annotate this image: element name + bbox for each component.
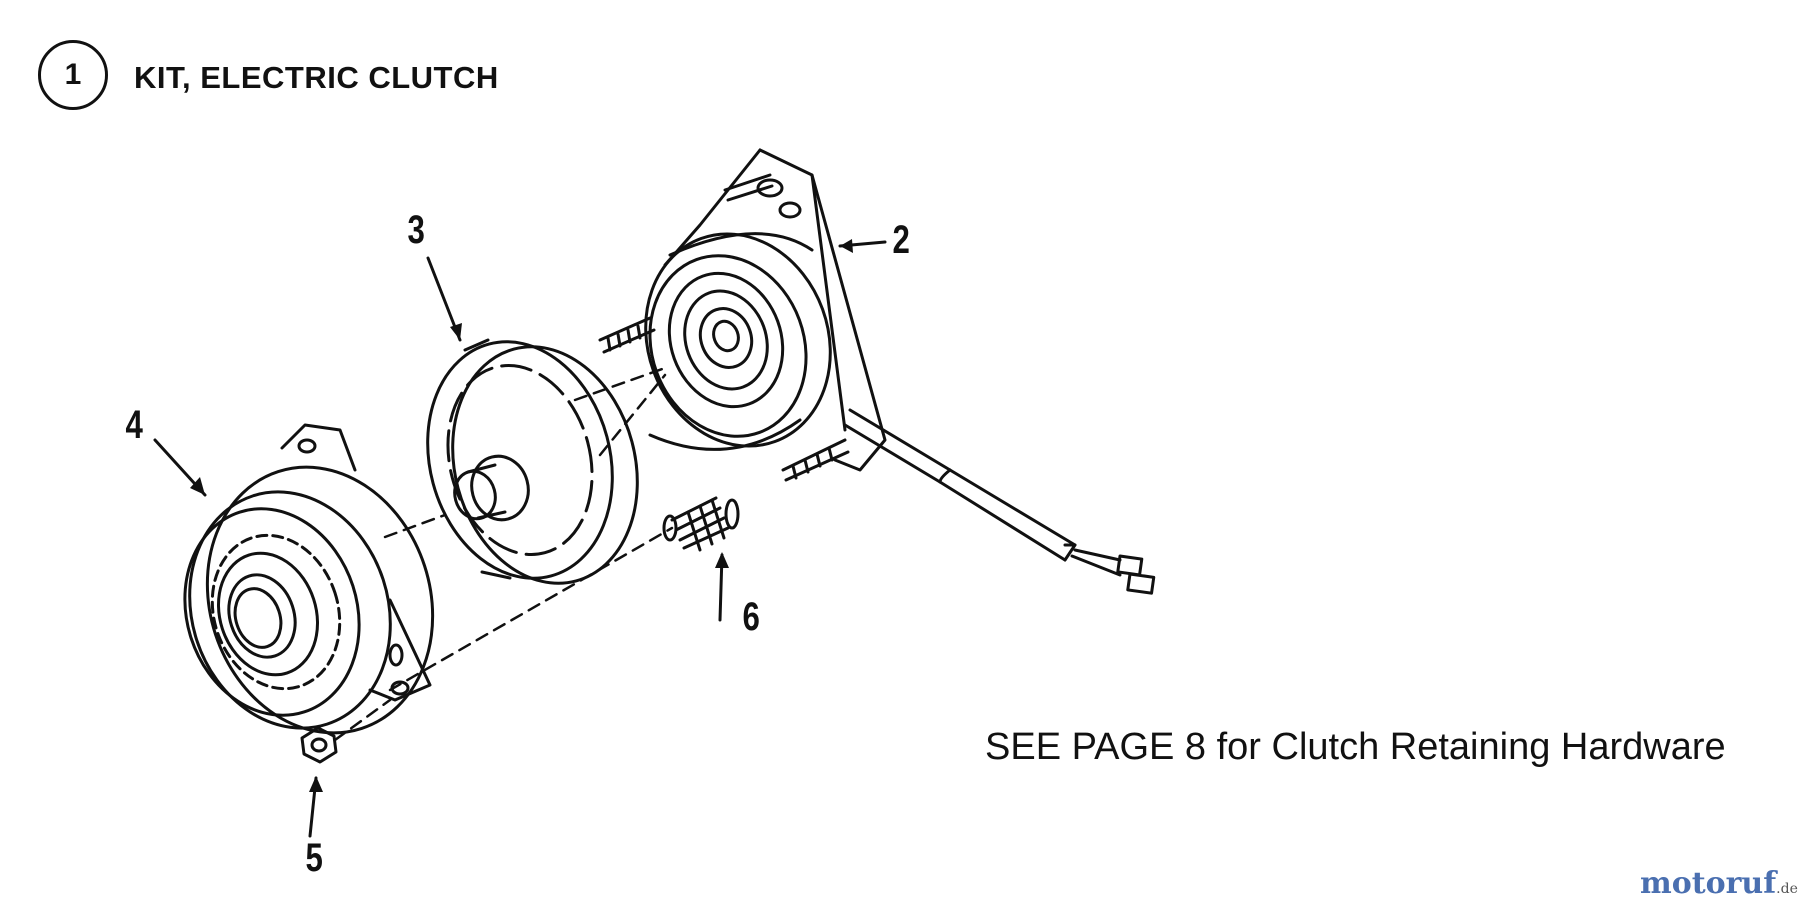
part-6-spring <box>662 496 740 552</box>
callout-4: 4 <box>125 403 143 447</box>
kit-number-badge: 1 <box>38 40 108 110</box>
watermark-text: motoruf <box>1640 866 1777 901</box>
callout-6: 6 <box>742 595 760 639</box>
leader-lines <box>153 240 887 838</box>
kit-number: 1 <box>64 58 82 91</box>
part-3-armature <box>426 338 639 585</box>
watermark: motoruf.de <box>1640 866 1798 901</box>
watermark-suffix: .de <box>1776 881 1798 897</box>
retaining-hardware-note: SEE PAGE 8 for Clutch Retaining Hardware <box>985 726 1726 768</box>
part-2-field-coil <box>598 148 1156 595</box>
kit-title: KIT, ELECTRIC CLUTCH <box>134 60 499 95</box>
part-5-nut <box>300 726 338 764</box>
arrow-heads <box>190 239 853 792</box>
callout-3: 3 <box>407 208 425 252</box>
callout-2: 2 <box>892 218 910 262</box>
part-4-pulley <box>183 423 435 735</box>
callout-5: 5 <box>305 836 323 880</box>
assembly-lines <box>333 366 674 742</box>
